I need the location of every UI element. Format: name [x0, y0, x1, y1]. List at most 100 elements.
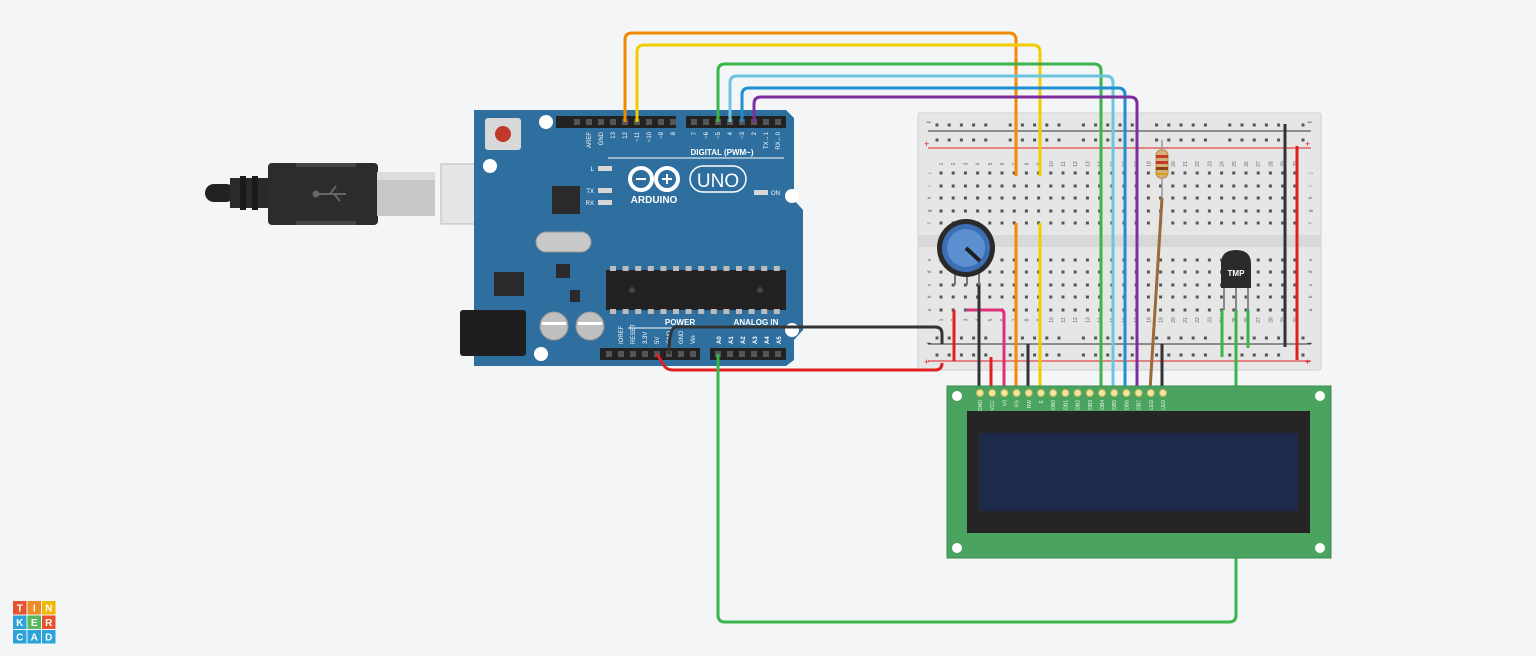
breadboard-hole[interactable] — [1061, 209, 1065, 213]
breadboard-hole[interactable] — [1024, 258, 1028, 262]
breadboard-hole[interactable] — [1024, 295, 1028, 299]
breadboard-hole[interactable] — [1207, 209, 1211, 213]
breadboard-rail-hole[interactable] — [1277, 123, 1281, 127]
header-pin-hole[interactable] — [658, 119, 664, 125]
header-pin-hole[interactable] — [739, 351, 745, 357]
breadboard-hole[interactable] — [1159, 283, 1163, 287]
breadboard-hole[interactable] — [1049, 258, 1053, 262]
header-pin-hole[interactable] — [727, 351, 733, 357]
breadboard-rail-hole[interactable] — [1033, 353, 1037, 357]
breadboard-hole[interactable] — [1256, 209, 1260, 213]
breadboard-hole[interactable] — [1293, 184, 1297, 188]
breadboard-hole[interactable] — [1244, 295, 1248, 299]
breadboard-hole[interactable] — [1012, 258, 1016, 262]
breadboard-hole[interactable] — [1000, 221, 1004, 225]
breadboard-hole[interactable] — [1220, 221, 1224, 225]
breadboard-rail-hole[interactable] — [1020, 336, 1024, 340]
breadboard-rail-hole[interactable] — [1081, 353, 1085, 357]
breadboard-rail-hole[interactable] — [1094, 336, 1098, 340]
breadboard-hole[interactable] — [1049, 196, 1053, 200]
breadboard-rail-hole[interactable] — [1045, 123, 1049, 127]
breadboard-hole[interactable] — [1024, 196, 1028, 200]
breadboard-hole[interactable] — [1268, 270, 1272, 274]
breadboard-rail-hole[interactable] — [1020, 138, 1024, 142]
header-pin-hole[interactable] — [618, 351, 624, 357]
breadboard-hole[interactable] — [963, 308, 967, 312]
breadboard-rail-hole[interactable] — [1020, 353, 1024, 357]
breadboard-rail-hole[interactable] — [1106, 123, 1110, 127]
breadboard-hole[interactable] — [1195, 196, 1199, 200]
breadboard-hole[interactable] — [988, 209, 992, 213]
breadboard-rail-hole[interactable] — [1155, 123, 1159, 127]
breadboard-hole[interactable] — [988, 283, 992, 287]
breadboard-hole[interactable] — [1049, 270, 1053, 274]
breadboard-rail-hole[interactable] — [1033, 138, 1037, 142]
breadboard-hole[interactable] — [951, 196, 955, 200]
breadboard-hole[interactable] — [1268, 221, 1272, 225]
lcd-pin[interactable] — [1012, 389, 1021, 397]
breadboard-hole[interactable] — [1073, 209, 1077, 213]
breadboard-rail-hole[interactable] — [1203, 138, 1207, 142]
breadboard-rail-hole[interactable] — [972, 138, 976, 142]
breadboard-hole[interactable] — [1037, 196, 1041, 200]
breadboard-hole[interactable] — [1220, 295, 1224, 299]
breadboard-hole[interactable] — [1256, 221, 1260, 225]
breadboard-rail-hole[interactable] — [1301, 138, 1305, 142]
breadboard-hole[interactable] — [1195, 283, 1199, 287]
breadboard-hole[interactable] — [1244, 308, 1248, 312]
breadboard-hole[interactable] — [1061, 171, 1065, 175]
breadboard-rail-hole[interactable] — [1277, 336, 1281, 340]
breadboard-hole[interactable] — [1171, 171, 1175, 175]
header-pin-hole[interactable] — [598, 119, 604, 125]
breadboard-hole[interactable] — [1073, 283, 1077, 287]
wire-lightblue[interactable] — [728, 74, 1115, 212]
breadboard-rail-hole[interactable] — [1277, 138, 1281, 142]
breadboard-rail-hole[interactable] — [1191, 123, 1195, 127]
breadboard-rail-hole[interactable] — [1008, 336, 1012, 340]
breadboard-hole[interactable] — [939, 270, 943, 274]
jumper-brown[interactable] — [1148, 197, 1164, 391]
header-pin-hole[interactable] — [703, 119, 709, 125]
breadboard-rail-hole[interactable] — [1130, 123, 1134, 127]
breadboard-hole[interactable] — [951, 209, 955, 213]
jumper-pink[interactable] — [967, 308, 1006, 390]
breadboard-rail-hole[interactable] — [1106, 138, 1110, 142]
breadboard-hole[interactable] — [939, 308, 943, 312]
breadboard-hole[interactable] — [1195, 171, 1199, 175]
breadboard-hole[interactable] — [1281, 221, 1285, 225]
breadboard-rail-hole[interactable] — [1033, 336, 1037, 340]
breadboard-hole[interactable] — [988, 171, 992, 175]
breadboard-hole[interactable] — [963, 283, 967, 287]
wires[interactable] — [623, 31, 1238, 624]
breadboard-hole[interactable] — [1220, 196, 1224, 200]
header-pin-hole[interactable] — [775, 119, 781, 125]
breadboard-rail-hole[interactable] — [1094, 353, 1098, 357]
header-pin-hole[interactable] — [642, 351, 648, 357]
breadboard-hole[interactable] — [1244, 171, 1248, 175]
breadboard-hole[interactable] — [939, 283, 943, 287]
breadboard-hole[interactable] — [1293, 258, 1297, 262]
lcd-pin[interactable] — [1134, 389, 1143, 397]
breadboard-hole[interactable] — [1146, 270, 1150, 274]
breadboard-hole[interactable] — [1061, 196, 1065, 200]
breadboard-rail-hole[interactable] — [1130, 336, 1134, 340]
breadboard-hole[interactable] — [1049, 184, 1053, 188]
breadboard-hole[interactable] — [939, 196, 943, 200]
breadboard-hole[interactable] — [1293, 221, 1297, 225]
lcd-pin[interactable] — [1049, 389, 1058, 397]
wire-green-a0[interactable] — [716, 354, 1238, 624]
breadboard-hole[interactable] — [988, 184, 992, 188]
breadboard-hole[interactable] — [939, 221, 943, 225]
breadboard-hole[interactable] — [1293, 295, 1297, 299]
breadboard-rail-hole[interactable] — [1264, 353, 1268, 357]
breadboard-rail-hole[interactable] — [1179, 138, 1183, 142]
breadboard-hole[interactable] — [1049, 283, 1053, 287]
lcd-pin[interactable] — [1024, 389, 1033, 397]
breadboard-rail-hole[interactable] — [1106, 353, 1110, 357]
breadboard-rail-hole[interactable] — [1277, 353, 1281, 357]
breadboard-hole[interactable] — [1281, 270, 1285, 274]
breadboard-hole[interactable] — [1195, 209, 1199, 213]
breadboard-hole[interactable] — [1171, 196, 1175, 200]
breadboard-hole[interactable] — [1146, 283, 1150, 287]
